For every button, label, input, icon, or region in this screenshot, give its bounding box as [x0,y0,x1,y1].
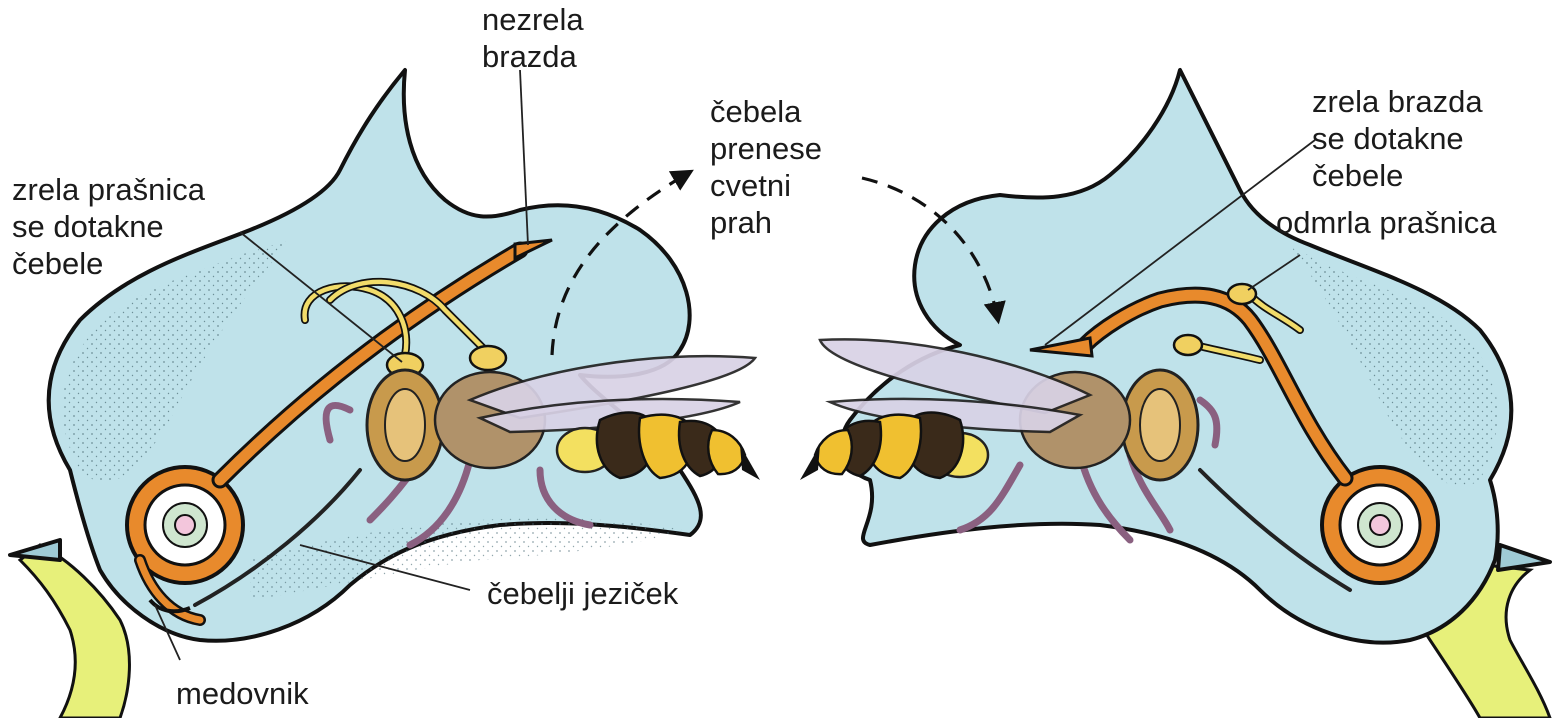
label-mature-stigma: zrela brazda se dotakne čebele [1312,84,1491,193]
left-flower [10,70,760,718]
right-flower [800,70,1550,718]
right-sepal [1498,545,1550,570]
left-anther-2 [470,346,506,370]
label-dead-anther: odmrla prašnica [1276,205,1497,240]
label-immature-stigma: nezrela brazda [482,2,592,74]
left-sepal [10,540,60,560]
label-nectary: medovnik [176,676,309,711]
label-bee-tongue: čebelji jeziček [487,576,679,611]
label-pollen-transfer: čebela prenese cvetni prah [710,94,831,240]
